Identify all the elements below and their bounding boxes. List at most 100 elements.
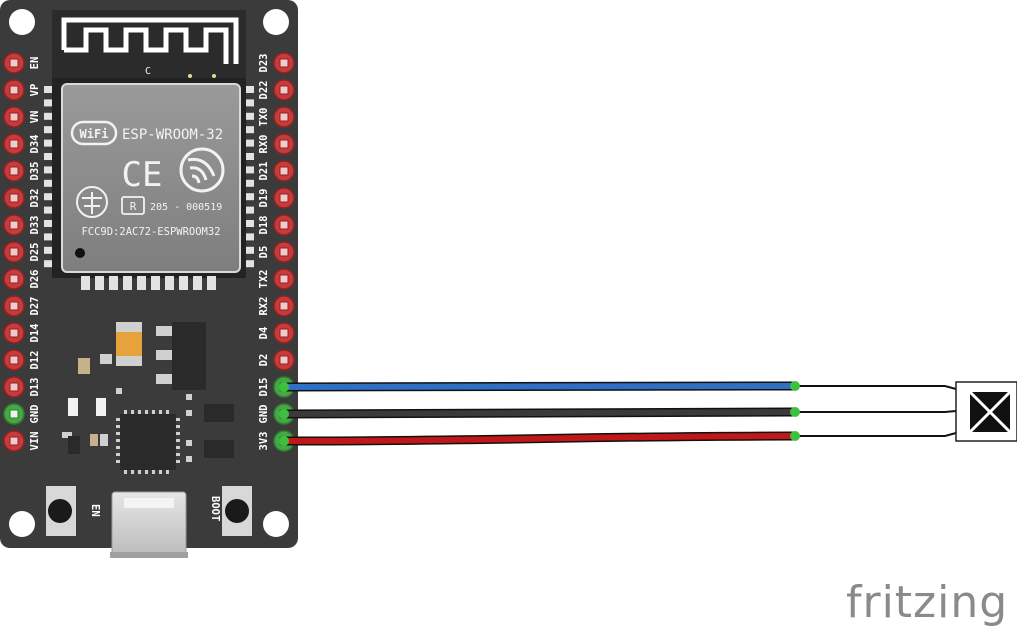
fcc-id: FCC9D:2AC72-ESPWROOM32 <box>81 226 220 238</box>
pin-label: VN <box>29 111 41 124</box>
pin-right-d19[interactable]: D19 <box>258 187 295 209</box>
wire-endpoint <box>790 407 800 417</box>
en-button[interactable]: EN <box>46 486 101 536</box>
pin-left-d35[interactable]: D35 <box>3 160 41 182</box>
pin-left-d13[interactable]: D13 <box>3 376 41 398</box>
pin-left-d27[interactable]: D27 <box>3 295 41 317</box>
module-pad <box>137 276 146 290</box>
wire-endpoint <box>790 381 800 391</box>
module-pad <box>44 246 54 254</box>
pin-label: EN <box>29 57 41 70</box>
pin-label: D33 <box>29 216 41 235</box>
pin-label: RX0 <box>258 135 270 154</box>
right-pin-header: D23D22TX0RX0D21D19D18D5TX2RX2D4D2D15GND3… <box>258 52 295 452</box>
wire-endpoint <box>790 431 800 441</box>
module-pad <box>244 99 254 107</box>
pin-label: 3V3 <box>258 432 270 451</box>
pin-label: D5 <box>258 246 270 259</box>
pin-left-en[interactable]: EN <box>3 52 41 74</box>
module-pad <box>44 206 54 214</box>
pin-label: RX2 <box>258 297 270 316</box>
module-pad <box>44 153 54 160</box>
pin-left-d33[interactable]: D33 <box>3 214 41 236</box>
pin-left-vin[interactable]: VIN <box>3 430 41 452</box>
module-pad <box>165 276 174 290</box>
pin-right-d21[interactable]: D21 <box>258 160 295 182</box>
module-pad <box>244 220 254 227</box>
pin-label: D35 <box>29 162 41 181</box>
pin-label: TX0 <box>258 108 270 127</box>
module-pad <box>244 179 254 187</box>
micro-usb-port[interactable] <box>110 491 188 558</box>
espressif-logo-icon <box>179 147 225 193</box>
pin-label: D14 <box>29 324 41 343</box>
ce-mark: CE <box>122 155 163 195</box>
module-pad <box>244 260 254 268</box>
pin-label: D12 <box>29 351 41 370</box>
pin-label: GND <box>29 405 41 424</box>
pin-right-rx0[interactable]: RX0 <box>258 133 295 155</box>
module-pad <box>179 276 188 290</box>
wifi-logo-icon: WiFi <box>70 120 118 146</box>
pin-right-d22[interactable]: D22 <box>258 79 295 101</box>
module-pad <box>44 139 54 147</box>
voltage-regulator <box>156 322 206 390</box>
pin-left-vp[interactable]: VP <box>3 79 41 101</box>
pin-right-tx2[interactable]: TX2 <box>258 268 295 290</box>
pin-left-d34[interactable]: D34 <box>3 133 41 155</box>
wire-d15[interactable] <box>279 381 957 392</box>
usb-uart-chip <box>116 410 180 474</box>
module-pad <box>244 86 254 93</box>
pin-right-d4[interactable]: D4 <box>258 322 295 344</box>
boot-button[interactable]: BOOT <box>209 486 252 536</box>
pin-left-d14[interactable]: D14 <box>3 322 41 344</box>
pin-left-d32[interactable]: D32 <box>3 187 41 209</box>
pin-label: D34 <box>29 135 41 154</box>
module-pad <box>44 99 54 107</box>
module-pad <box>44 179 54 187</box>
module-pad <box>44 233 54 241</box>
module-pad <box>193 276 202 290</box>
pin-label: VP <box>29 84 41 97</box>
wire-endpoint <box>279 436 289 446</box>
boot-button-label: BOOT <box>209 496 221 521</box>
pin-left-d25[interactable]: D25 <box>3 241 41 263</box>
tantalum-capacitor <box>116 322 142 366</box>
pin-label: D4 <box>258 327 270 340</box>
module-pad <box>244 193 254 201</box>
module-bottom-pads <box>81 276 216 290</box>
mounting-hole <box>263 9 289 35</box>
pin-right-d2[interactable]: D2 <box>258 349 295 371</box>
wire-endpoint <box>279 409 289 419</box>
mounting-hole <box>9 511 35 537</box>
antenna-mark: C <box>145 66 151 77</box>
pin-label: D21 <box>258 162 270 181</box>
pin-right-d18[interactable]: D18 <box>258 214 295 236</box>
module-pad <box>207 276 216 290</box>
pin-right-tx0[interactable]: TX0 <box>258 106 295 128</box>
module-pads <box>44 86 254 268</box>
sensor-part[interactable] <box>955 381 1017 442</box>
module-pad <box>151 276 160 290</box>
transistor <box>204 404 234 458</box>
wire-gnd[interactable] <box>279 407 957 419</box>
pin-right-d23[interactable]: D23 <box>258 52 295 74</box>
pin-right-rx2[interactable]: RX2 <box>258 295 295 317</box>
module-pad <box>44 260 54 268</box>
module-pad <box>244 233 254 241</box>
esp-wroom-32-module: WiFi ESP-WROOM-32 CE R 205 - 000519 FCC9… <box>52 78 246 278</box>
module-pad <box>244 139 254 147</box>
module-pad <box>244 246 254 254</box>
esp32-board: C WiFi ESP-WROOM-32 CE R <box>0 0 298 558</box>
pin-label: D19 <box>258 189 270 208</box>
wire-3v3[interactable] <box>279 431 957 446</box>
pin-left-vn[interactable]: VN <box>3 106 41 128</box>
pin-right-d5[interactable]: D5 <box>258 241 295 263</box>
pin-label: TX2 <box>258 270 270 289</box>
pin-left-d26[interactable]: D26 <box>3 268 41 290</box>
pin-left-d12[interactable]: D12 <box>3 349 41 371</box>
pin-left-gnd[interactable]: GND <box>3 403 41 425</box>
fritzing-watermark: fritzing <box>846 577 1008 628</box>
wires <box>279 381 957 446</box>
